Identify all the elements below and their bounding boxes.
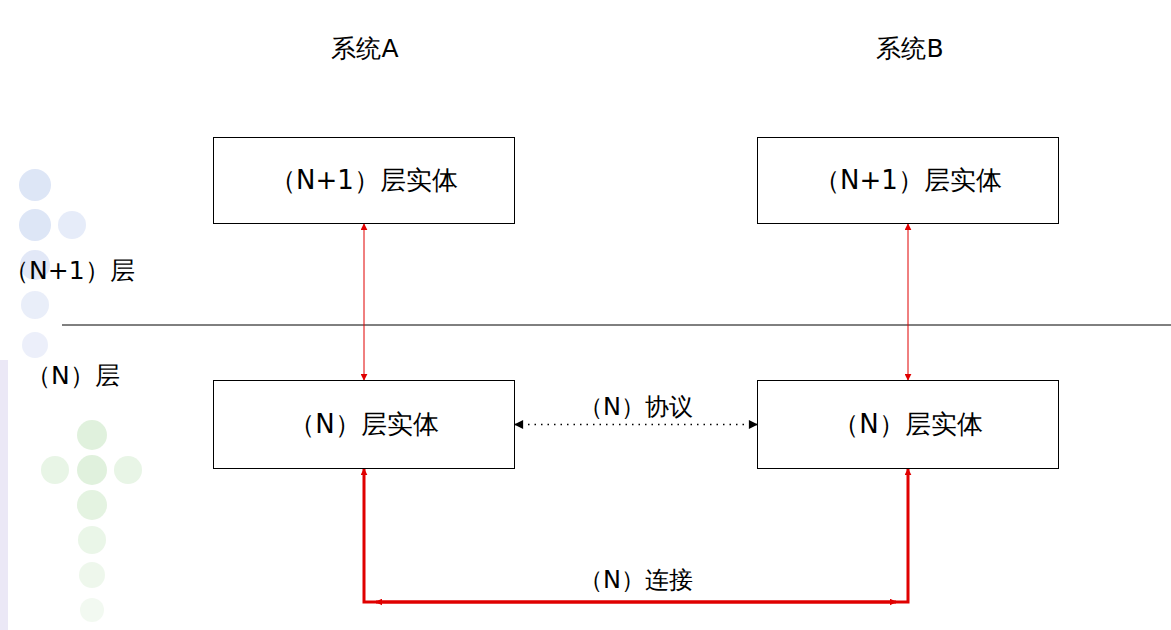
- entity-name: （N+1）层实体: [814, 163, 1002, 198]
- system-label: 系统A: [331, 32, 398, 65]
- connection-heads: [376, 601, 896, 604]
- entity-box: （N）层实体: [213, 380, 515, 469]
- layer-divider: [62, 325, 1171, 326]
- entity-name: （N）层实体: [833, 407, 982, 442]
- entity-name: （N）层实体: [289, 407, 438, 442]
- entity-box: （N+1）层实体: [757, 137, 1059, 224]
- connection-line-label: （N）连接: [576, 564, 696, 596]
- service-link: [908, 224, 909, 380]
- entity-box: （N）层实体: [757, 380, 1059, 469]
- protocol-line-label: （N）协议: [576, 391, 696, 423]
- layer-label: （N+1）层: [4, 254, 135, 287]
- layer-label: （N）层: [26, 359, 120, 392]
- entity-name: （N+1）层实体: [270, 163, 458, 198]
- connection-line: [364, 469, 908, 602]
- entity-box: （N+1）层实体: [213, 137, 515, 224]
- system-label: 系统B: [876, 32, 943, 65]
- protocol-line: [515, 424, 757, 426]
- service-link: [364, 224, 365, 380]
- decor-dots: [0, 169, 142, 630]
